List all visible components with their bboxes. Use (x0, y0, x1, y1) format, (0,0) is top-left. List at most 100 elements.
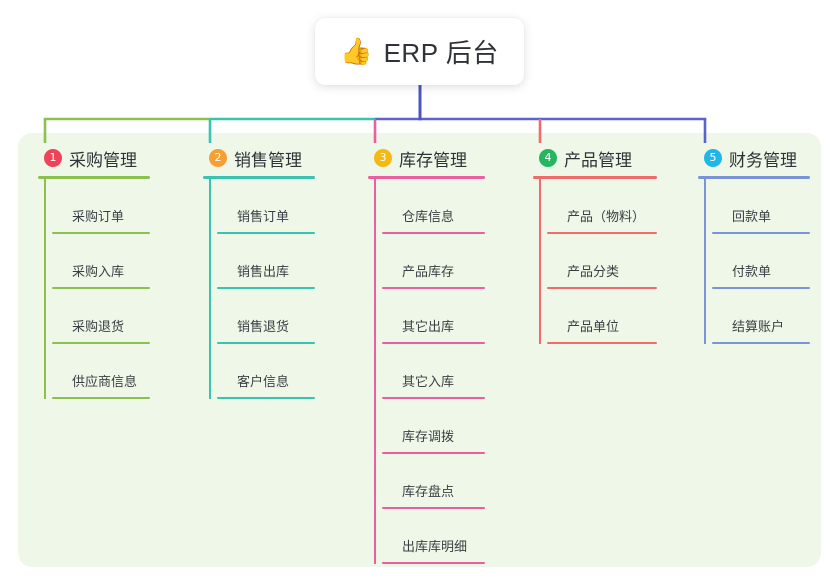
column-badge-1: 1 (44, 149, 62, 167)
leaf-underline (382, 562, 485, 564)
column-3: 3 库存管理仓库信息产品库存其它出库其它入库库存调拨库存盘点出库库明细 (368, 146, 485, 564)
leaf-label: 供应商信息 (72, 374, 138, 389)
leaf-node[interactable]: 库存盘点 (382, 454, 485, 509)
leaf-underline (712, 232, 810, 234)
leaf-underline (382, 287, 485, 289)
leaf-node[interactable]: 其它入库 (382, 344, 485, 399)
leaf-underline (547, 287, 657, 289)
leaf-label: 仓库信息 (402, 209, 455, 224)
column-underline (368, 176, 485, 179)
column-underline (533, 176, 657, 179)
column-title: 销售管理 (234, 150, 302, 170)
thumbs-up-icon: 👍 (340, 36, 373, 67)
leaf-label: 采购退货 (72, 319, 125, 334)
leaf-label: 采购订单 (72, 209, 125, 224)
column-title: 财务管理 (729, 150, 797, 170)
branch-trunk (704, 179, 706, 344)
leaf-label: 出库库明细 (402, 539, 468, 554)
column-badge-3: 3 (374, 149, 392, 167)
leaf-node[interactable]: 产品（物料） (547, 179, 657, 234)
leaf-node[interactable]: 采购订单 (52, 179, 150, 234)
leaf-underline (712, 287, 810, 289)
leaf-node[interactable]: 出库库明细 (382, 509, 485, 564)
leaf-underline (217, 232, 315, 234)
leaf-underline (52, 342, 150, 344)
leaf-node[interactable]: 供应商信息 (52, 344, 150, 399)
column-2: 2 销售管理销售订单销售出库销售退货客户信息 (203, 146, 315, 399)
leaf-node[interactable]: 采购入库 (52, 234, 150, 289)
branch-trunk (539, 179, 541, 344)
column-header-2[interactable]: 2 销售管理 (203, 146, 315, 170)
column-badge-5: 5 (704, 149, 722, 167)
leaf-label: 销售订单 (237, 209, 290, 224)
leaf-label: 客户信息 (237, 374, 290, 389)
leaf-node[interactable]: 销售订单 (217, 179, 315, 234)
column-header-5[interactable]: 5 财务管理 (698, 146, 810, 170)
column-branch: 销售订单销售出库销售退货客户信息 (203, 179, 315, 399)
column-4: 4 产品管理产品（物料） 产品分类产品单位 (533, 146, 657, 344)
column-header-3[interactable]: 3 库存管理 (368, 146, 485, 170)
column-underline (203, 176, 315, 179)
leaf-node[interactable]: 采购退货 (52, 289, 150, 344)
leaf-label: 产品（物料） (567, 209, 646, 224)
column-header-1[interactable]: 1 采购管理 (38, 146, 150, 170)
leaf-label: 付款单 (732, 264, 772, 279)
leaf-underline (547, 232, 657, 234)
leaf-label: 产品库存 (402, 264, 455, 279)
leaf-node[interactable]: 付款单 (712, 234, 810, 289)
column-badge-2: 2 (209, 149, 227, 167)
leaf-label: 库存调拨 (402, 429, 455, 444)
leaf-underline (382, 342, 485, 344)
leaf-node[interactable]: 仓库信息 (382, 179, 485, 234)
leaf-label: 产品分类 (567, 264, 620, 279)
leaf-node[interactable]: 库存调拨 (382, 399, 485, 454)
leaf-underline (382, 507, 485, 509)
column-branch: 采购订单采购入库采购退货供应商信息 (38, 179, 150, 399)
leaf-node[interactable]: 产品单位 (547, 289, 657, 344)
column-5: 5 财务管理回款单付款单结算账户 (698, 146, 810, 344)
column-title: 库存管理 (399, 150, 467, 170)
leaf-label: 库存盘点 (402, 484, 455, 499)
column-title: 采购管理 (69, 150, 137, 170)
column-branch: 仓库信息产品库存其它出库其它入库库存调拨库存盘点出库库明细 (368, 179, 485, 564)
root-node[interactable]: 👍 ERP 后台 (315, 18, 524, 85)
column-branch: 回款单付款单结算账户 (698, 179, 810, 344)
leaf-label: 产品单位 (567, 319, 620, 334)
column-underline (38, 176, 150, 179)
column-badge-4: 4 (539, 149, 557, 167)
column-title: 产品管理 (564, 150, 632, 170)
root-title: ERP 后台 (383, 38, 499, 68)
leaf-underline (217, 342, 315, 344)
leaf-underline (52, 287, 150, 289)
leaf-node[interactable]: 回款单 (712, 179, 810, 234)
column-branch: 产品（物料） 产品分类产品单位 (533, 179, 657, 344)
leaf-underline (712, 342, 810, 344)
leaf-underline (52, 397, 150, 399)
leaf-underline (382, 232, 485, 234)
leaf-node[interactable]: 产品分类 (547, 234, 657, 289)
leaf-label: 销售出库 (237, 264, 290, 279)
leaf-node[interactable]: 客户信息 (217, 344, 315, 399)
branch-trunk (209, 179, 211, 399)
branches-panel (18, 133, 821, 567)
leaf-node[interactable]: 产品库存 (382, 234, 485, 289)
leaf-underline (217, 287, 315, 289)
leaf-node[interactable]: 其它出库 (382, 289, 485, 344)
leaf-underline (52, 232, 150, 234)
leaf-label: 其它入库 (402, 374, 455, 389)
leaf-node[interactable]: 销售出库 (217, 234, 315, 289)
leaf-underline (382, 397, 485, 399)
branch-trunk (374, 179, 376, 564)
leaf-label: 结算账户 (732, 319, 785, 334)
column-underline (698, 176, 810, 179)
leaf-label: 销售退货 (237, 319, 290, 334)
column-1: 1 采购管理采购订单采购入库采购退货供应商信息 (38, 146, 150, 399)
leaf-node[interactable]: 销售退货 (217, 289, 315, 344)
leaf-underline (547, 342, 657, 344)
leaf-label: 其它出库 (402, 319, 455, 334)
column-header-4[interactable]: 4 产品管理 (533, 146, 657, 170)
branch-trunk (44, 179, 46, 399)
leaf-underline (382, 452, 485, 454)
leaf-node[interactable]: 结算账户 (712, 289, 810, 344)
